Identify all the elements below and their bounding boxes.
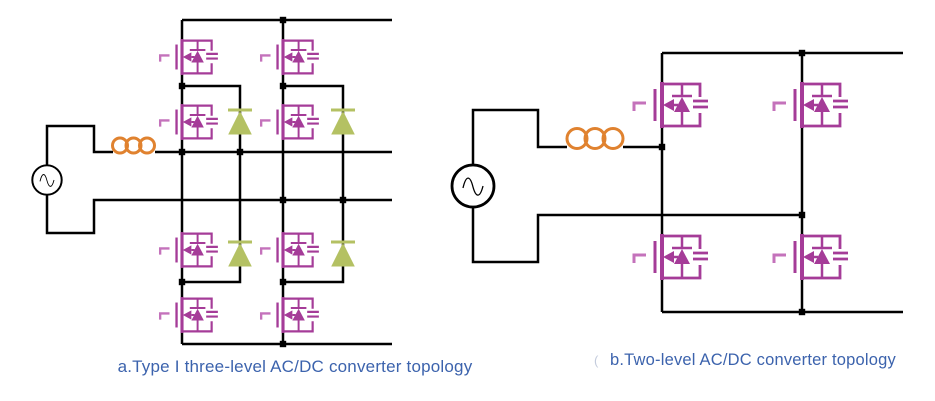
mosfet-icon <box>259 102 321 142</box>
diode-icon <box>329 108 357 136</box>
mosfet-icon <box>772 232 850 282</box>
mosfet-icon <box>632 80 710 130</box>
diode-icon <box>226 240 254 268</box>
diode-icon <box>329 240 357 268</box>
mosfet-icon <box>259 37 321 77</box>
wire-source-bottom-b <box>471 206 802 264</box>
panel-b-circuit <box>450 49 903 316</box>
ac-source-icon <box>450 163 496 209</box>
mosfet-icon <box>158 102 220 142</box>
mosfet-icon <box>632 232 710 282</box>
wire-source-bottom-a <box>45 193 392 235</box>
panel-a-caption: a.Type I three-level AC/DC converter top… <box>117 357 473 376</box>
inductor-icon <box>565 127 625 150</box>
mosfet-icon <box>158 295 220 335</box>
wire-clamp-column-a1 <box>182 84 242 284</box>
mosfet-icon <box>259 230 321 270</box>
wire-source-top-b <box>471 108 567 166</box>
mosfet-icon <box>158 37 220 77</box>
mosfet-icon <box>158 230 220 270</box>
wire-clamp-column-a2 <box>283 84 345 284</box>
ac-source-icon <box>31 164 63 196</box>
inductor-icon <box>111 136 156 155</box>
wire-source-top-a <box>45 124 113 167</box>
diode-icon <box>226 108 254 136</box>
mosfet-icon <box>259 295 321 335</box>
panel-b-caption: b.Two-level AC/DC converter topology <box>610 351 896 369</box>
panel-b-faint-mark: ( <box>594 353 599 368</box>
panel-a-circuit <box>31 16 392 348</box>
mosfet-icon <box>772 80 850 130</box>
